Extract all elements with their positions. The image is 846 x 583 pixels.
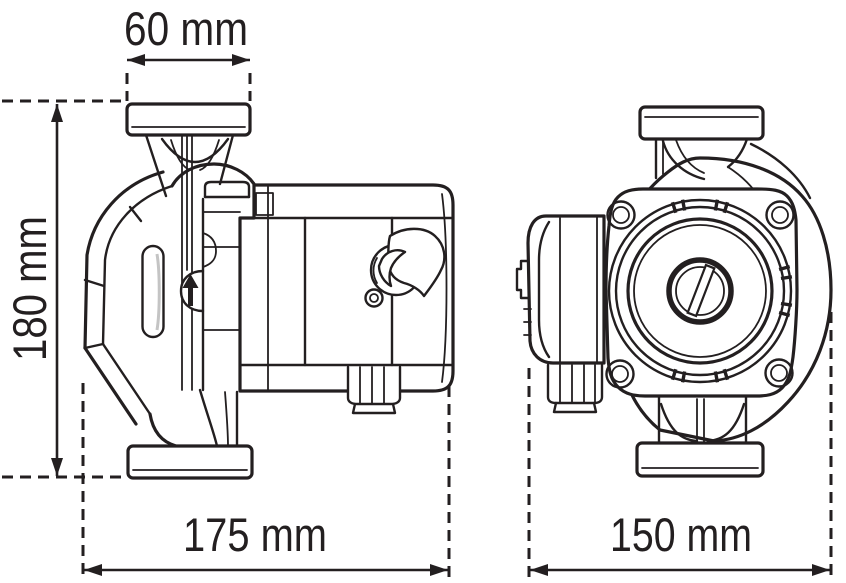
top-union-nut-front bbox=[638, 105, 765, 141]
dimension-label-port-width: 60 mm bbox=[124, 2, 248, 55]
bottom-union-nut-side bbox=[126, 444, 254, 480]
terminal-box-latch bbox=[515, 259, 530, 300]
side-view-drawing bbox=[83, 102, 455, 480]
flow-direction-indicator bbox=[179, 269, 205, 313]
flow-up-arrow-icon bbox=[182, 274, 199, 306]
ring-clamp-segments bbox=[670, 199, 793, 383]
dimension-label-width: 150 mm bbox=[610, 508, 752, 561]
corner-bolt bbox=[765, 200, 795, 230]
volute-band bbox=[83, 170, 174, 426]
speed-selector-knob bbox=[369, 227, 446, 298]
cable-gland-side bbox=[346, 365, 402, 415]
pump-shaft-pipe bbox=[181, 135, 193, 391]
dimension-annotations: 60 mm 180 mm 175 mm 150 mm bbox=[2, 2, 833, 577]
terminal-box bbox=[515, 214, 606, 365]
motor-face-rings bbox=[607, 198, 793, 384]
top-union-nut-side bbox=[125, 102, 252, 137]
outlet-neck-front bbox=[657, 394, 748, 445]
corner-bolt bbox=[606, 200, 636, 230]
motor-coupling bbox=[201, 180, 274, 392]
dimension-label-height: 180 mm bbox=[3, 216, 56, 361]
vent-plug bbox=[666, 257, 734, 325]
nameplate bbox=[141, 244, 165, 339]
housing-screw bbox=[364, 288, 384, 308]
dimension-label-depth: 175 mm bbox=[183, 508, 327, 561]
front-view-drawing bbox=[515, 105, 833, 478]
corner-bolt bbox=[764, 358, 794, 388]
cable-gland-front bbox=[546, 363, 604, 414]
corner-bolt bbox=[605, 359, 635, 389]
bottom-union-nut-front bbox=[635, 441, 765, 478]
inlet-cone bbox=[144, 133, 235, 198]
